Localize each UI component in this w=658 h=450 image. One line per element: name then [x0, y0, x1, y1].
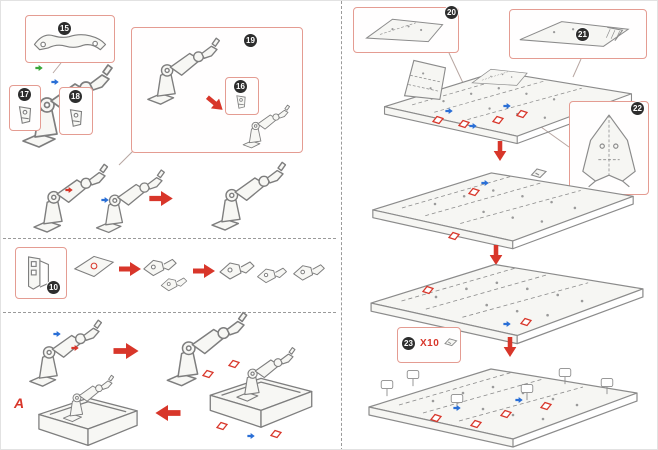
step-arrow-right-icon — [193, 264, 215, 278]
part-badge-17: 17 — [18, 88, 31, 101]
fastener-marker-icon — [421, 283, 435, 295]
flag-tab-drawing — [557, 367, 573, 387]
callout-box-16 — [225, 77, 259, 115]
part-badge-22: 22 — [631, 102, 644, 115]
step-arrow-down-icon — [493, 141, 507, 161]
fastener-marker-icon — [201, 367, 215, 379]
small-part-drawing-16 — [231, 93, 251, 111]
clip-part-drawing — [529, 165, 549, 181]
fastener-arrow-blue-icon — [101, 197, 109, 203]
fastener-arrow-blue-icon — [469, 123, 477, 129]
flag-tab-drawing — [405, 369, 421, 389]
part-badge-18: 18 — [69, 90, 82, 103]
flag-tab-drawing — [599, 377, 615, 397]
chassis-plate-drawing-4 — [357, 357, 649, 449]
fastener-arrow-blue-icon — [503, 103, 511, 109]
fastener-marker-icon — [429, 411, 443, 423]
step-arrow-down-icon — [503, 337, 517, 357]
fastener-marker-icon — [469, 417, 483, 429]
fastener-marker-icon — [431, 113, 445, 125]
small-part-drawing-17 — [14, 102, 36, 128]
section-divider-horizontal-2 — [3, 312, 336, 313]
small-part-drawing-18 — [65, 104, 87, 132]
clamp-part-drawing-5 — [291, 259, 327, 285]
fastener-arrow-blue-icon — [247, 433, 255, 439]
fastener-arrow-blue-icon — [51, 79, 59, 85]
part-badge-21: 21 — [576, 28, 589, 41]
panel-divider-vertical — [341, 1, 342, 449]
arm-assembly-drawing-9 — [55, 373, 117, 425]
fastener-marker-icon — [491, 113, 505, 125]
fastener-arrow-blue-icon — [503, 321, 511, 327]
fastener-marker-icon — [215, 419, 229, 431]
plate-part-drawing-21 — [515, 15, 635, 53]
fastener-arrow-blue-icon — [53, 331, 61, 337]
clamp-part-drawing-4 — [255, 263, 289, 287]
quantity-label: X10 — [420, 338, 440, 349]
fastener-marker-icon — [467, 185, 481, 197]
part-badge-10: 10 — [47, 281, 60, 294]
part-badge-15: 15 — [58, 22, 71, 35]
fin-part-drawing — [397, 53, 453, 105]
fastener-arrow-blue-icon — [445, 108, 453, 114]
clamp-part-drawing-2 — [159, 273, 189, 295]
fastener-arrow-red-icon — [71, 345, 79, 351]
clamp-part-drawing-3 — [217, 255, 257, 285]
fastener-arrow-green-icon — [35, 65, 43, 71]
section-divider-horizontal-1 — [3, 238, 336, 239]
fastener-marker-icon — [515, 107, 529, 119]
callout-box-10 — [15, 247, 67, 299]
step-arrow-right-icon — [149, 191, 173, 206]
plate-part-drawing-20 — [359, 13, 451, 47]
plate-part-drawing-overlay — [469, 63, 531, 91]
clip-part-drawing-23 — [443, 335, 459, 349]
fastener-arrow-blue-icon — [453, 405, 461, 411]
fastener-arrow-red-icon — [65, 187, 73, 193]
part-badge-19: 19 — [244, 34, 257, 47]
step-arrow-right-icon — [113, 343, 139, 359]
step-arrow-right-icon — [119, 262, 141, 276]
fastener-marker-icon — [499, 407, 513, 419]
flag-tab-drawing — [379, 379, 395, 399]
fastener-marker-icon — [269, 427, 283, 439]
sheet-part-drawing — [71, 251, 117, 281]
step-arrow-left-icon — [155, 405, 181, 421]
fastener-marker-icon — [539, 399, 553, 411]
part-badge-23: 23 — [402, 337, 415, 350]
part-badge-16: 16 — [234, 80, 247, 93]
fastener-arrow-blue-icon — [481, 180, 489, 186]
chassis-plate-drawing-2 — [367, 159, 639, 253]
fastener-marker-icon — [447, 229, 461, 241]
arm-assembly-drawing-10 — [227, 345, 299, 405]
variant-label: A — [14, 395, 25, 411]
arm-assembly-drawing-6 — [199, 159, 291, 235]
fastener-marker-icon — [227, 357, 241, 369]
fastener-arrow-blue-icon — [515, 397, 523, 403]
part-badge-20: 20 — [445, 6, 458, 19]
fastener-marker-icon — [519, 315, 533, 327]
